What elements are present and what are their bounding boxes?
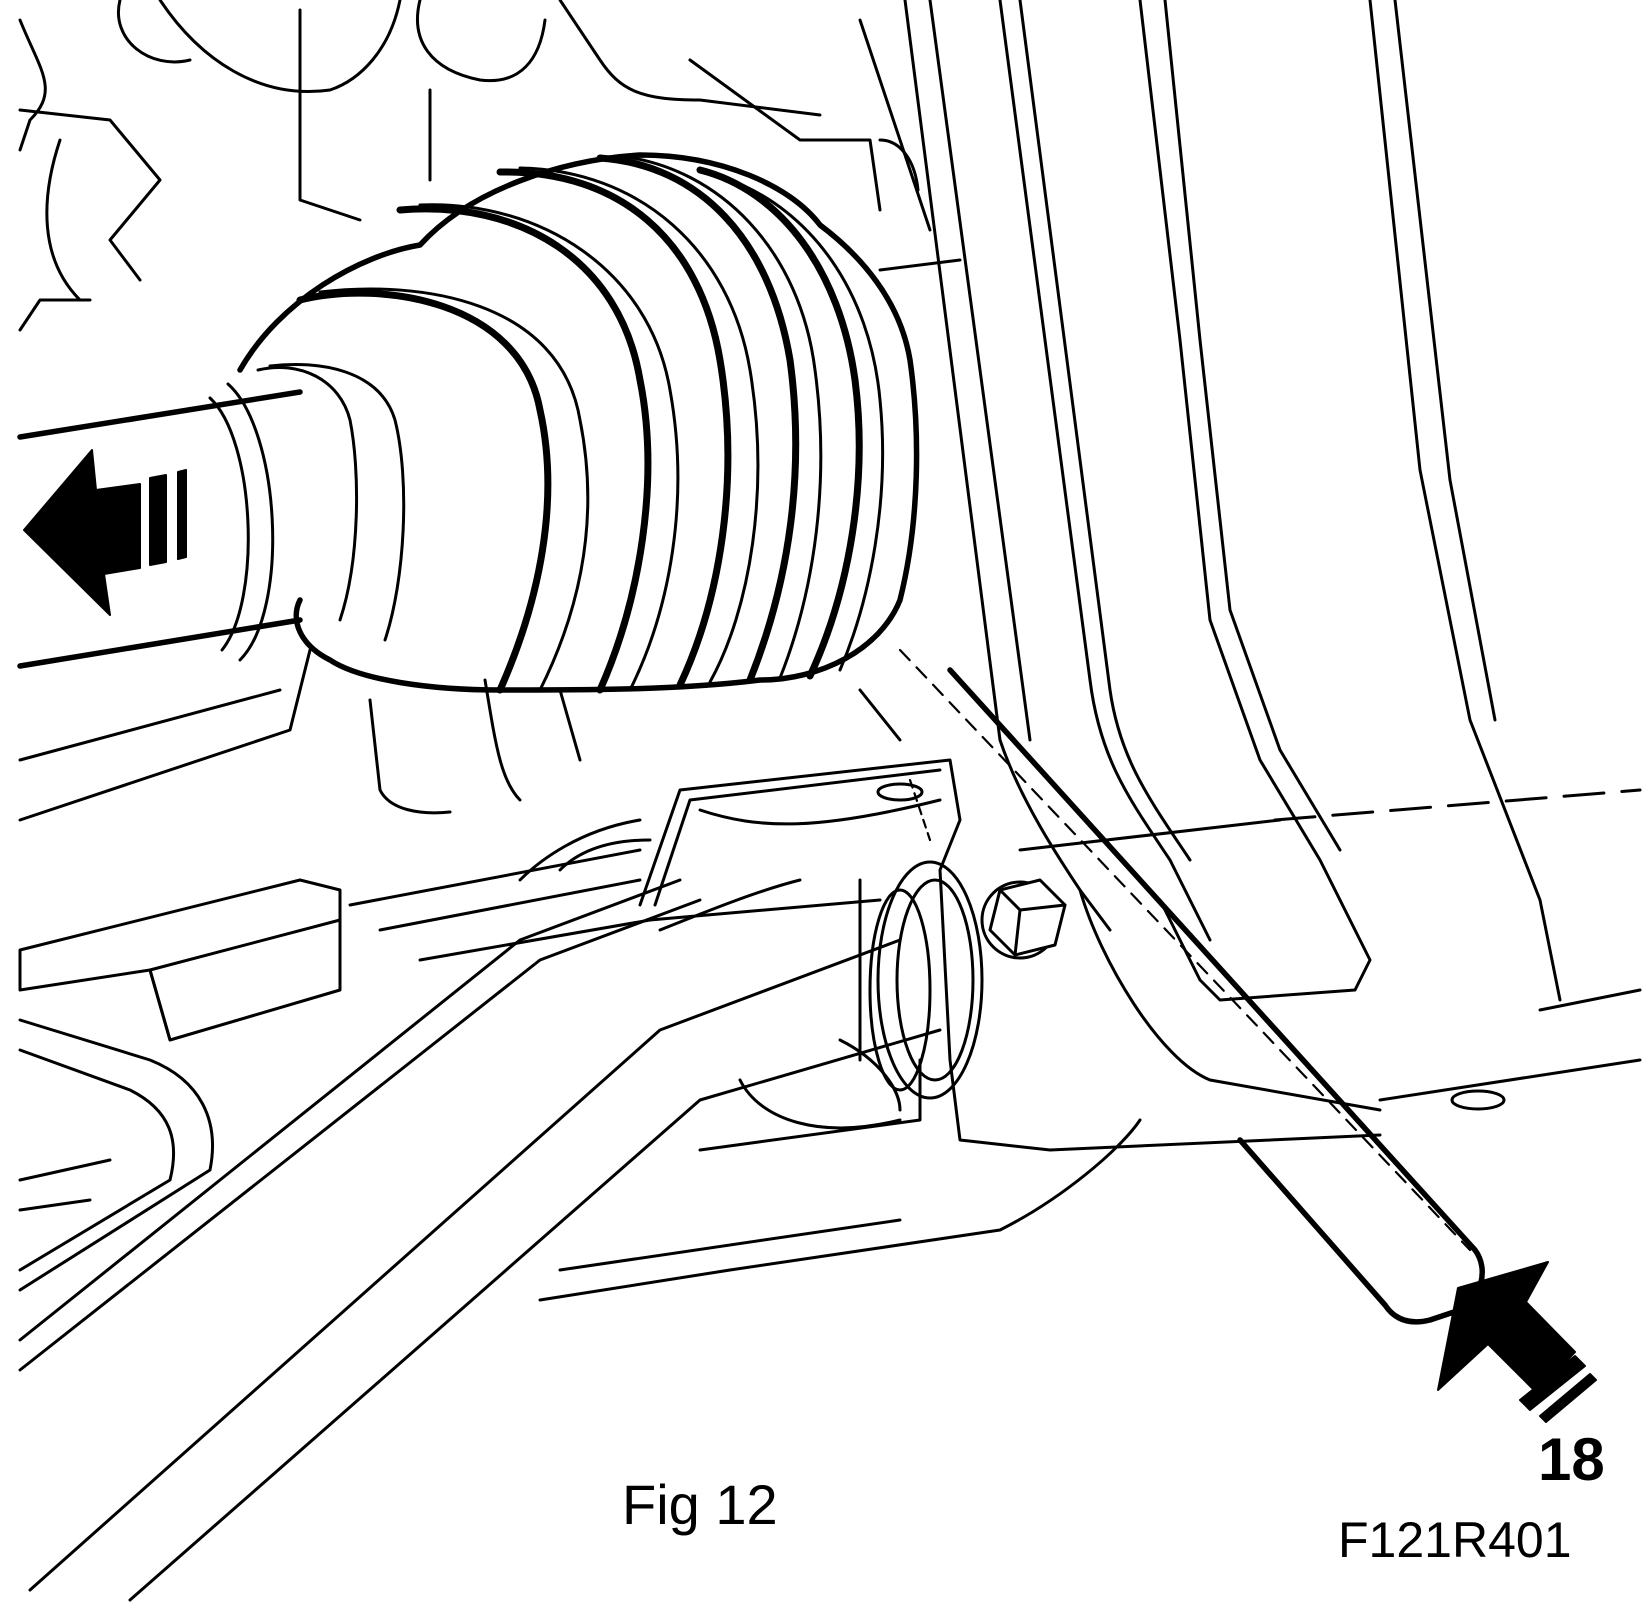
bolt [980, 878, 1067, 960]
tool-direction-arrow [1437, 1261, 1597, 1423]
reference-code: F121R401 [1338, 1512, 1572, 1568]
wheel-arch-panel [903, 0, 1642, 1112]
background-structure [18, 0, 962, 822]
drive-shaft [17, 382, 303, 669]
lever-tool [858, 648, 1485, 1325]
cv-joint-boot [237, 152, 920, 694]
figure-caption: Fig 12 [622, 1473, 778, 1536]
bracket-block [18, 878, 342, 1042]
pull-direction-arrow [23, 449, 187, 616]
mounting-bracket [348, 758, 1382, 1152]
callout-number: 18 [1538, 1426, 1605, 1493]
